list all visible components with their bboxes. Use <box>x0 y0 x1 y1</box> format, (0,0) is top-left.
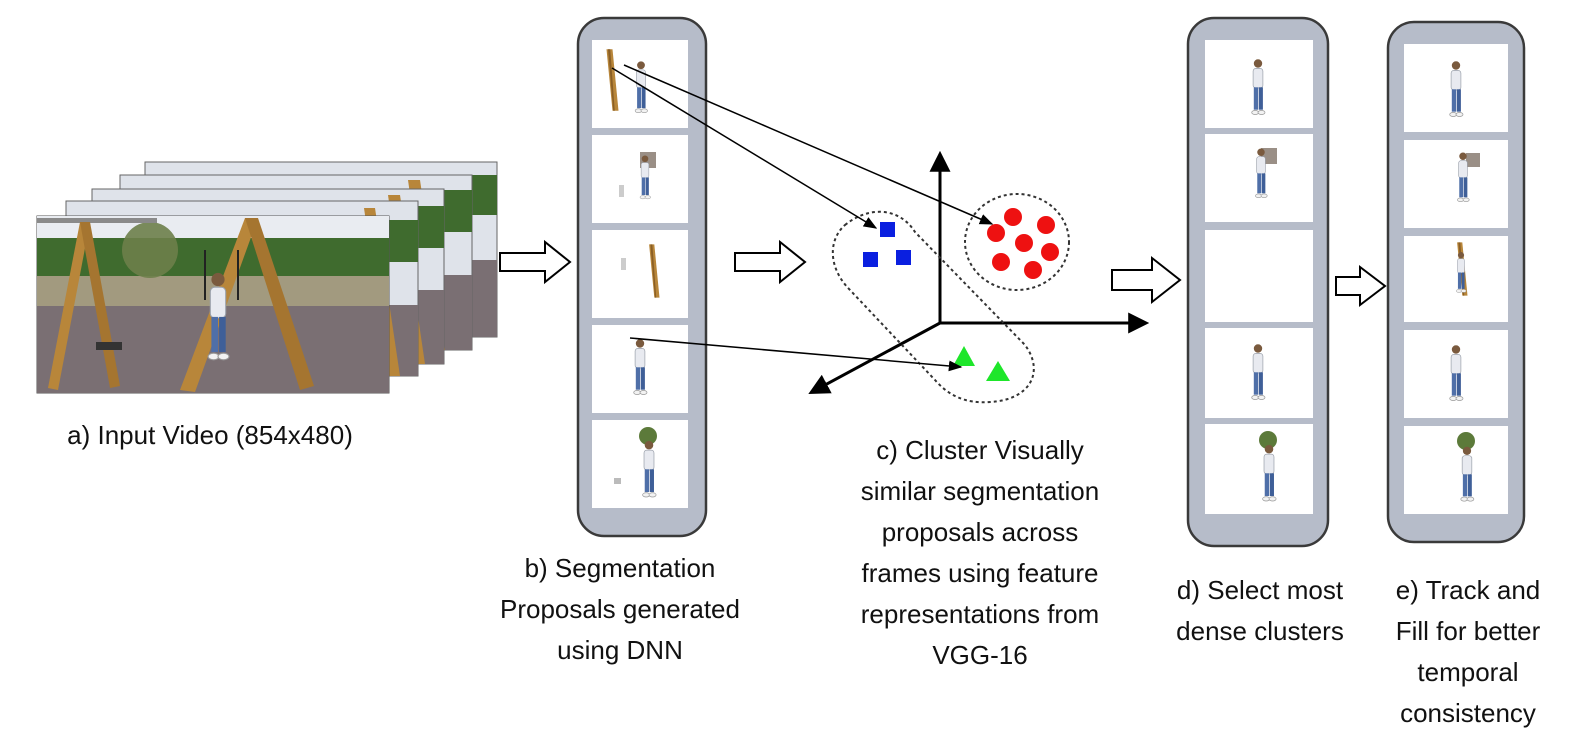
cluster-point-square <box>880 222 895 237</box>
cluster-point-circle <box>1041 243 1059 261</box>
dense-cluster-thumbnail-2 <box>1205 134 1313 222</box>
dense-cluster-thumbnail-4 <box>1205 328 1313 418</box>
caption-line: Fill for better <box>1395 616 1541 646</box>
caption-line: d) Select most <box>1176 575 1344 605</box>
proposal-thumbnail-3 <box>592 230 688 318</box>
tracked-thumbnail-4 <box>1404 330 1508 418</box>
cluster-point-circle <box>1037 216 1055 234</box>
caption-segmentation-proposals: b) Segmentation Proposals generated usin… <box>470 548 770 671</box>
cluster-point-square <box>863 252 878 267</box>
caption-line: dense clusters <box>1176 616 1344 646</box>
caption-line: using DNN <box>557 635 683 665</box>
block-arrow-icon <box>1111 255 1182 305</box>
cluster-outline-red <box>964 193 1070 291</box>
caption-line: a) Input Video (854x480) <box>67 420 353 450</box>
feature-space-plot <box>808 150 1150 404</box>
proposal-thumbnail-2 <box>592 135 688 223</box>
caption-line: b) Segmentation <box>524 553 716 583</box>
cluster-point-circle <box>1004 208 1022 226</box>
red-circle-cluster <box>987 208 1059 279</box>
cluster-point-circle <box>1015 234 1033 252</box>
cluster-outline-blue-green <box>831 210 1035 404</box>
caption-line: Proposals generated <box>500 594 740 624</box>
tracked-thumbnail-3 <box>1404 236 1508 322</box>
proposal-thumbnail-1 <box>592 40 688 128</box>
caption-line: representations from <box>860 599 1100 629</box>
tracked-thumbnail-2 <box>1404 140 1508 228</box>
proposal-thumbnail-4 <box>592 325 688 413</box>
dense-clusters-panel <box>1186 16 1330 548</box>
caption-line: temporal <box>1417 657 1519 687</box>
cluster-point-triangle <box>986 361 1010 381</box>
cluster-point-circle <box>987 224 1005 242</box>
dense-cluster-thumbnail-1 <box>1205 40 1313 128</box>
caption-line: e) Track and <box>1395 575 1541 605</box>
proposal-thumbnail-5 <box>592 420 688 508</box>
block-arrow-icon <box>1335 264 1387 308</box>
caption-line: consistency <box>1400 698 1536 728</box>
pointer-arrow-icon <box>611 64 994 372</box>
video-frame-front <box>36 215 390 394</box>
caption-cluster-proposals: c) Cluster Visually similar segmentation… <box>830 430 1130 676</box>
block-arrow-icon <box>734 239 807 285</box>
tracked-thumbnail-5 <box>1404 426 1508 514</box>
cluster-point-triangle <box>953 346 975 366</box>
caption-track-and-fill: e) Track and Fill for better temporal co… <box>1370 570 1566 734</box>
caption-line: VGG-16 <box>932 640 1028 670</box>
track-and-fill-panel <box>1386 20 1526 544</box>
axis-arrow-icon <box>808 321 941 394</box>
blue-square-cluster <box>863 222 911 267</box>
dense-cluster-thumbnail-5 <box>1205 424 1313 514</box>
cluster-point-circle <box>1024 261 1042 279</box>
block-arrow-icon <box>499 239 572 285</box>
caption-dense-clusters: d) Select most dense clusters <box>1160 570 1360 652</box>
cluster-point-square <box>896 250 911 265</box>
cluster-point-circle <box>992 253 1010 271</box>
caption-line: c) Cluster Visually <box>876 435 1084 465</box>
caption-line: proposals across <box>881 517 1079 547</box>
tracked-thumbnail-1 <box>1404 44 1508 132</box>
input-video-frames <box>36 161 498 394</box>
segmentation-proposals-panel <box>576 16 708 538</box>
caption-input-video: a) Input Video (854x480) <box>40 415 380 456</box>
green-triangle-cluster <box>953 346 1010 381</box>
caption-line: similar segmentation <box>860 476 1100 506</box>
dense-cluster-thumbnail-3 <box>1205 230 1313 322</box>
caption-line: frames using feature <box>861 558 1099 588</box>
